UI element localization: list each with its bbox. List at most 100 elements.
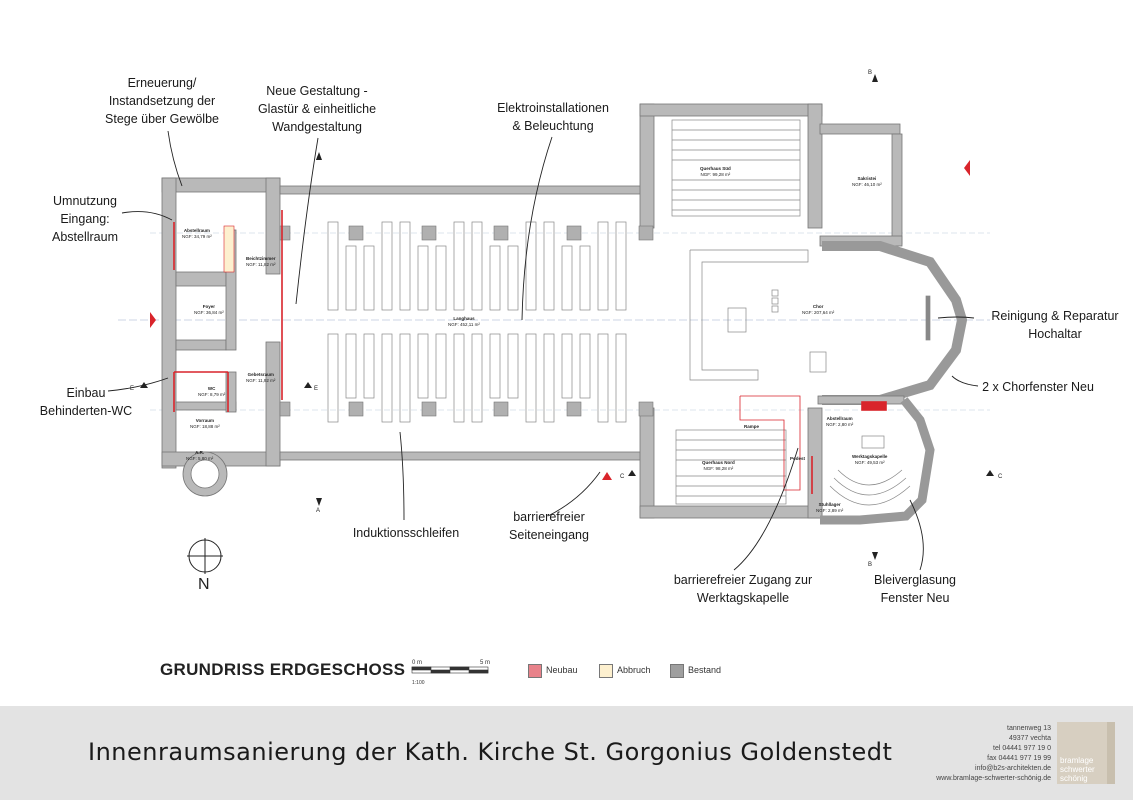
legend-swatch-bestand [670, 664, 684, 678]
annotation-line: Induktionsschleifen [352, 526, 460, 540]
section-label-c-mid: C [620, 474, 625, 480]
room-area: NGF: 8,79 m² [198, 391, 226, 397]
room-area: NGF: 46,10 m² [852, 181, 882, 187]
annotation-werktagskapelle: barrierefreier Zugang zur Werktagskapell… [662, 571, 824, 607]
legend-swatch-abbruch [599, 664, 613, 678]
annotation-line: Einbau [66, 386, 106, 400]
room-name: Chor [812, 304, 824, 309]
pews [327, 119, 931, 506]
section-label-a-bottom: A [316, 508, 320, 514]
room-area: NGF: 452,11 m² [448, 321, 480, 327]
room-area: NGF: 2,89 m² [816, 507, 844, 513]
room-name: Langhaus [453, 316, 475, 321]
section-label-a-top: A [316, 156, 320, 162]
room-area: NGF: 207,64 m² [802, 309, 835, 315]
annotation-induktion: Induktionsschleifen [344, 524, 468, 542]
architect-logo: bramlage schwerter schönig [1057, 722, 1115, 784]
room-area: NGF: 99,28 m² [700, 171, 731, 177]
annotation-line: Umnutzung [53, 194, 117, 208]
new-construction [173, 210, 887, 494]
annotation-line: Behinderten-WC [39, 404, 133, 418]
annotation-line: & Beleuchtung [512, 119, 594, 133]
plan-title: GRUNDRISS ERDGESCHOSS [160, 660, 406, 679]
logo-text: schönig [1060, 774, 1088, 783]
north-label: N [198, 576, 210, 593]
annotation-chorfenster: 2 x Chorfenster Neu [976, 378, 1100, 396]
footer-band [0, 706, 1133, 800]
floor-plan: 0 m 5 m 1:100 A A B B E E C C [107, 70, 1003, 686]
project-title: Innenraumsanierung der Kath. Kirche St. … [88, 738, 893, 766]
logo-text: bramlage [1060, 756, 1094, 765]
scale-start: 0 m [412, 660, 422, 666]
annotation-line: Abstellraum [52, 230, 118, 244]
legend-label-neubau: Neubau [546, 665, 578, 675]
room-name: Rampe [744, 424, 760, 429]
annotation-line: barrierefreier [513, 510, 585, 524]
room-rampe: Rampe [744, 424, 759, 430]
room-name: WC [207, 386, 216, 391]
room-area: NGF: 2,80 m² [826, 421, 854, 427]
contact-email: info@b2s-architekten.de [975, 765, 1051, 772]
room-area: NGF: 11,82 m² [246, 261, 276, 267]
contact-block: tannenweg 13 49377 vechta tel 04441 977 … [936, 724, 1051, 784]
annotation-line: Hochaltar [1028, 327, 1082, 341]
annotation-elektro: Elektroinstallationen & Beleuchtung [486, 99, 620, 135]
annotation-line: Reinigung & Reparatur [991, 309, 1119, 323]
logo-text: schwerter [1060, 765, 1095, 774]
scale-bar [411, 666, 489, 674]
section-label-b-top: B [868, 70, 872, 76]
room-name: Abstellraum [826, 416, 853, 421]
contact-line: 49377 vechta [1008, 735, 1051, 742]
room-area: NGF: 5,80 m² [186, 455, 214, 461]
room-name: Abstellraum [183, 228, 210, 233]
room-ar: A.R.NGF: 5,80 m² [186, 450, 213, 461]
section-label-e-right: E [314, 386, 318, 392]
piers [279, 225, 654, 417]
logo-strip [1107, 722, 1115, 784]
annotation-bleiverglasung: Bleiverglasung Fenster Neu [856, 571, 974, 607]
room-name: Stuhllager [818, 502, 841, 507]
section-label-b-bottom: B [868, 562, 872, 568]
room-area: NGF: 11,92 m² [246, 377, 276, 383]
contact-line: fax 04441 977 19 99 [987, 755, 1051, 762]
room-name: A.R. [195, 450, 205, 455]
room-name: Querhaus Nord [702, 460, 735, 465]
contact-line: tel 04441 977 19 0 [993, 745, 1051, 752]
annotation-line: Fenster Neu [880, 591, 950, 605]
leader-lines [107, 130, 979, 571]
section-label-e-left: E [130, 386, 134, 392]
annotation-line: Eingang: [60, 212, 110, 226]
contact-line: tannenweg 13 [1007, 725, 1051, 732]
annotation-glastuer: Neue Gestaltung - Glastür & einheitliche… [254, 82, 380, 136]
north-arrow [187, 538, 223, 574]
annotation-line: Seiteneingang [509, 528, 589, 542]
legend-label-bestand: Bestand [688, 665, 722, 675]
annotation-line: 2 x Chorfenster Neu [982, 380, 1094, 394]
annotation-line: Bleiverglasung [874, 573, 956, 587]
room-area: NGF: 18,88 m² [190, 423, 220, 429]
annotation-wc: Einbau Behinderten-WC [34, 384, 138, 420]
room-name: Foyer [202, 304, 216, 309]
room-area: NGF: 34,79 m² [182, 233, 212, 239]
room-area: NGF: 36,84 m² [194, 309, 224, 315]
walls [161, 103, 968, 525]
annotation-line: barrierefreier Zugang zur [673, 573, 813, 587]
annotation-line: Werktagskapelle [696, 591, 790, 605]
annotation-line: Glastür & einheitliche [257, 102, 377, 116]
legend-swatch-neubau [528, 664, 542, 678]
section-markers [140, 74, 994, 560]
annotation-seiteneingang: barrierefreier Seiteneingang [494, 508, 604, 544]
annotation-line: Wandgestaltung [272, 120, 362, 134]
room-area: NGF: 49,53 m² [854, 459, 885, 465]
